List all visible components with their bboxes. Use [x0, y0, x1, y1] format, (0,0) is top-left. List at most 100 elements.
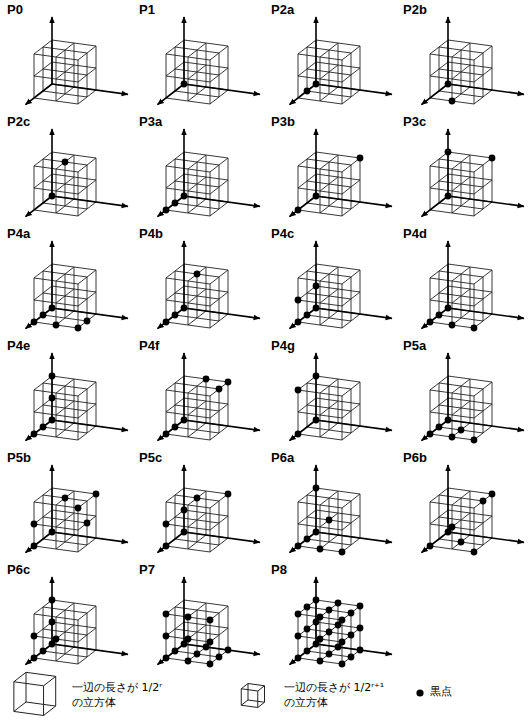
- cube-edge: [14, 711, 44, 715]
- cube-panel: [421, 17, 523, 105]
- black-dot: [427, 431, 434, 438]
- grid-line: [430, 434, 474, 440]
- grid-line: [34, 636, 78, 642]
- grid-line: [342, 494, 360, 508]
- cube-panel: [25, 17, 127, 105]
- panel-label: P4c: [271, 227, 294, 241]
- grid-line: [166, 390, 210, 396]
- panel-label: P6a: [271, 451, 294, 465]
- black-dot: [471, 549, 478, 556]
- black-dot: [181, 417, 188, 424]
- grid-line: [34, 390, 78, 396]
- grid-line: [474, 508, 475, 552]
- cube-panel: [421, 129, 523, 217]
- axis-arrow: [315, 465, 317, 532]
- grid-line: [166, 502, 210, 508]
- cube-edge: [258, 702, 265, 707]
- grid-line: [166, 278, 210, 284]
- axis-arrow: [448, 84, 524, 94]
- cube-edge: [241, 705, 258, 707]
- cube-edge: [248, 700, 265, 702]
- cube-edge: [26, 672, 56, 676]
- black-dot: [172, 648, 179, 655]
- black-dot: [313, 81, 320, 88]
- panel-label: P4e: [7, 339, 30, 353]
- black-dot: [31, 633, 38, 640]
- grid-line: [210, 382, 228, 396]
- cube-panel: [157, 353, 259, 441]
- black-dot: [458, 539, 465, 546]
- grid-line: [452, 169, 453, 213]
- grid-line: [439, 271, 483, 277]
- grid-line: [166, 658, 210, 664]
- black-dot: [326, 629, 333, 636]
- grid-line: [78, 606, 96, 620]
- black-dot: [31, 431, 38, 438]
- cube-panel: [289, 241, 391, 329]
- grid-line: [78, 426, 96, 440]
- black-dot: [339, 549, 346, 556]
- axis-arrow: [315, 17, 317, 84]
- grid-line: [307, 159, 351, 165]
- grid-line: [298, 166, 342, 172]
- axis-arrow: [52, 420, 128, 430]
- black-dot: [163, 633, 170, 640]
- black-dot: [339, 617, 346, 624]
- black-dot: [304, 648, 311, 655]
- axis-arrow: [52, 308, 128, 318]
- axis-arrow: [25, 532, 52, 553]
- grid-line: [452, 57, 453, 101]
- axis-arrow: [289, 308, 316, 329]
- axis-arrow: [157, 196, 184, 217]
- axis-arrow: [315, 577, 317, 644]
- black-dot: [207, 639, 214, 646]
- axis-arrow: [447, 465, 449, 532]
- black-dot: [449, 98, 456, 105]
- grid-line: [210, 650, 228, 664]
- grid-line: [78, 538, 96, 552]
- grid-line: [342, 180, 360, 194]
- cube-edge: [55, 676, 56, 706]
- black-dot: [172, 200, 179, 207]
- black-dot: [53, 636, 60, 643]
- grid-line: [474, 404, 492, 418]
- black-dot: [295, 319, 302, 326]
- grid-line: [461, 498, 462, 542]
- black-dot: [185, 614, 192, 621]
- grid-line: [439, 47, 483, 53]
- black-dot: [295, 655, 302, 662]
- axis-arrow: [183, 17, 185, 84]
- grid-line: [298, 390, 342, 396]
- grid-line: [461, 50, 462, 94]
- grid-line: [210, 60, 211, 104]
- grid-line: [210, 314, 228, 328]
- grid-line: [430, 502, 474, 508]
- grid-line: [78, 180, 96, 194]
- black-dot: [62, 495, 69, 502]
- grid-line: [197, 50, 198, 94]
- axis-arrow: [51, 129, 53, 196]
- cube-panel: [157, 465, 259, 553]
- grid-line: [43, 159, 87, 165]
- grid-line: [307, 495, 351, 501]
- grid-line: [307, 383, 351, 389]
- black-dot: [445, 81, 452, 88]
- grid-line: [452, 393, 453, 437]
- black-dot: [207, 661, 214, 668]
- grid-line: [474, 314, 492, 328]
- grid-line: [474, 90, 492, 104]
- grid-line: [43, 383, 87, 389]
- grid-line: [65, 274, 66, 318]
- grid-line: [210, 508, 211, 552]
- axis-arrow: [183, 353, 185, 420]
- black-dot: [163, 207, 170, 214]
- axis-arrow: [447, 17, 449, 84]
- grid-line: [78, 494, 96, 508]
- grid-line: [342, 396, 343, 440]
- black-dot: [40, 312, 47, 319]
- cube-panel: [289, 577, 391, 667]
- cube-panel: [25, 129, 127, 217]
- black-dot: [185, 636, 192, 643]
- grid-line: [320, 281, 321, 325]
- grid-line: [307, 271, 351, 277]
